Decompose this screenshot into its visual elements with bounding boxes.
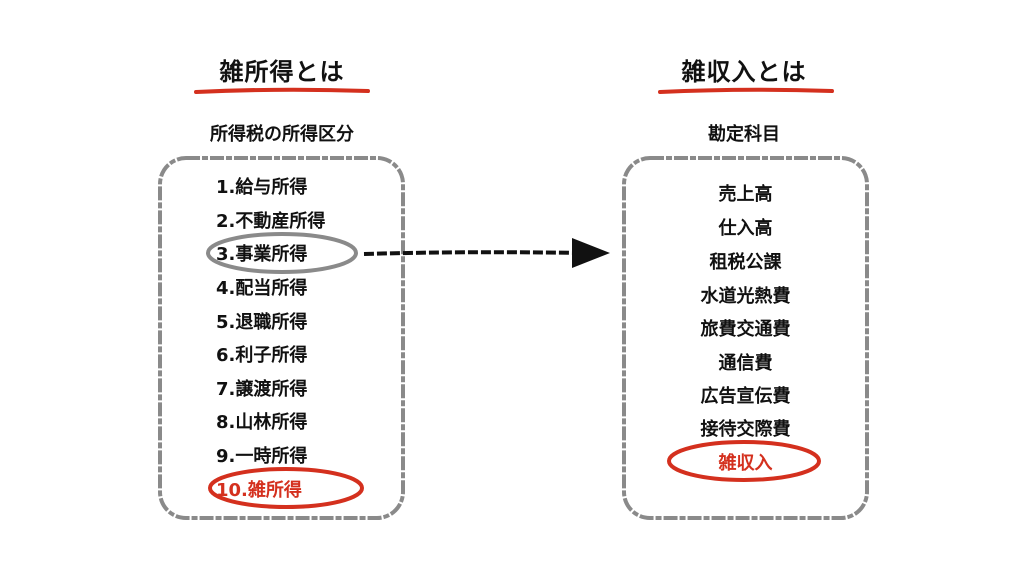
right-title-underline	[658, 87, 834, 94]
list-item: 5.退職所得	[216, 312, 308, 333]
right-category-box	[622, 156, 869, 520]
left-subtitle: 所得税の所得区分	[210, 124, 354, 145]
list-item: 売上高	[718, 184, 773, 205]
list-item: 7.譲渡所得	[216, 379, 308, 400]
list-item: 9.一時所得	[216, 446, 308, 467]
list-item: 1.給与所得	[216, 177, 308, 198]
list-item: 旅費交通費	[700, 319, 791, 340]
misc-income-highlight-circle	[208, 467, 364, 509]
right-subtitle: 勘定科目	[708, 124, 780, 145]
list-item-highlighted: 10.雑所得	[216, 480, 302, 501]
list-item: 接待交際費	[700, 419, 791, 440]
list-item: 4.配当所得	[216, 278, 308, 299]
list-item: 3.事業所得	[216, 244, 308, 265]
left-title-underline	[194, 87, 370, 94]
list-item: 仕入高	[718, 218, 773, 239]
list-item: 8.山林所得	[216, 412, 308, 433]
list-item: 広告宣伝費	[700, 386, 791, 407]
list-item: 水道光熱費	[700, 286, 791, 307]
business-income-highlight-circle	[206, 232, 358, 274]
list-item-highlighted: 雑収入	[718, 453, 773, 474]
list-item: 通信費	[718, 353, 773, 374]
misc-revenue-highlight-circle	[667, 440, 821, 482]
left-title: 雑所得とは	[219, 58, 345, 86]
list-item: 2.不動産所得	[216, 211, 326, 232]
left-category-box	[158, 156, 405, 520]
right-title: 雑収入とは	[681, 58, 807, 86]
arrow-head-icon	[572, 238, 610, 268]
list-item: 租税公課	[709, 252, 782, 273]
arrow-shaft	[363, 250, 581, 256]
list-item: 6.利子所得	[216, 345, 308, 366]
